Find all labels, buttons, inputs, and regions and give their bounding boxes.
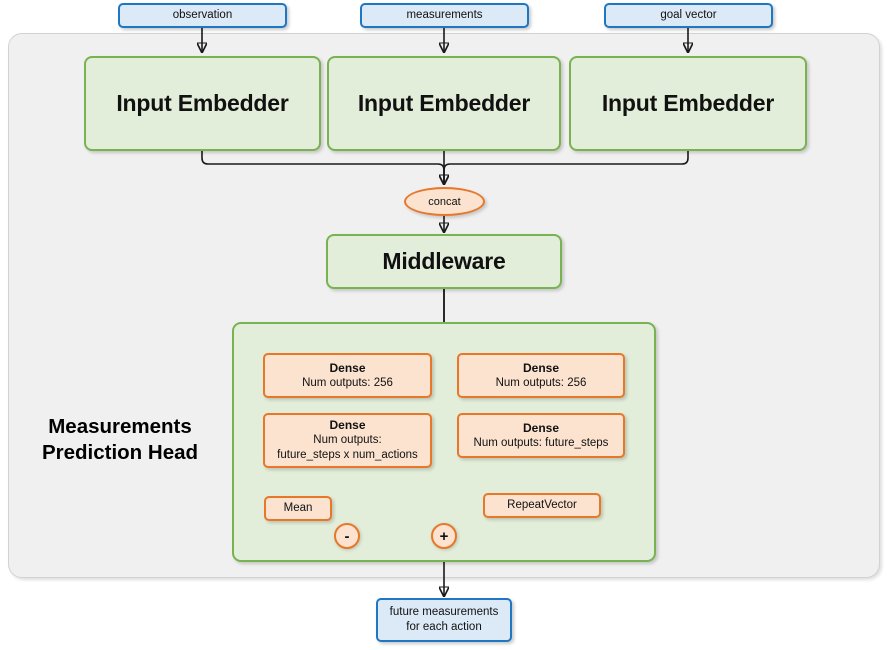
subtract-operator[interactable]: - <box>334 523 360 549</box>
right-dense-2[interactable]: Dense Num outputs: future_steps <box>457 413 625 458</box>
repeat-vector-node[interactable]: RepeatVector <box>483 493 601 518</box>
output-box-future-measurements[interactable]: future measurements for each action <box>376 598 512 642</box>
left-dense-1-title: Dense <box>329 360 366 375</box>
head-section-label: Measurements Prediction Head <box>14 410 226 470</box>
head-section-label-line1: Measurements <box>48 415 192 438</box>
left-dense-1[interactable]: Dense Num outputs: 256 <box>263 353 432 398</box>
left-dense-1-line1: Num outputs: 256 <box>302 376 393 389</box>
right-dense-1-line1: Num outputs: 256 <box>495 376 587 389</box>
left-dense-2-line1: Num outputs: <box>313 434 382 446</box>
left-dense-2-line2: future_steps x num_actions <box>277 449 418 461</box>
mean-node[interactable]: Mean <box>264 496 332 521</box>
right-dense-1[interactable]: Dense Num outputs: 256 <box>457 353 625 398</box>
input-embedder-3-label: Input Embedder <box>601 90 775 116</box>
subtract-operator-label: - <box>344 527 350 545</box>
head-section-label-line2: Prediction Head <box>41 441 199 464</box>
right-dense-2-title: Dense <box>522 420 560 435</box>
middleware-node[interactable]: Middleware <box>326 234 562 289</box>
input-box-measurements[interactable]: measurements <box>360 3 529 28</box>
input-embedder-1-label: Input Embedder <box>116 90 289 116</box>
concat-label: concat <box>428 195 461 208</box>
output-label-line2: for each action <box>406 621 482 633</box>
output-label-line1: future measurements <box>389 606 499 618</box>
input-box-observation[interactable]: observation <box>118 3 287 28</box>
mean-label: Mean <box>283 502 313 514</box>
left-dense-2[interactable]: Dense Num outputs: future_steps x num_ac… <box>263 413 432 468</box>
input-label-observation: observation <box>172 9 233 21</box>
add-operator[interactable]: + <box>431 523 457 549</box>
middleware-label: Middleware <box>382 248 506 274</box>
input-label-measurements: measurements <box>406 9 483 21</box>
left-dense-2-title: Dense <box>329 418 366 432</box>
concat-node[interactable]: concat <box>404 187 485 216</box>
right-dense-2-line1: Num outputs: future_steps <box>473 436 609 449</box>
input-embedder-2[interactable]: Input Embedder <box>327 56 561 151</box>
input-embedder-2-label: Input Embedder <box>357 90 531 116</box>
add-operator-label: + <box>439 527 449 545</box>
input-embedder-1[interactable]: Input Embedder <box>84 56 321 151</box>
input-embedder-3[interactable]: Input Embedder <box>569 56 807 151</box>
input-box-goal-vector[interactable]: goal vector <box>604 3 773 28</box>
repeat-vector-label: RepeatVector <box>507 499 577 511</box>
right-dense-1-title: Dense <box>522 360 560 375</box>
input-label-goal-vector: goal vector <box>660 9 717 21</box>
